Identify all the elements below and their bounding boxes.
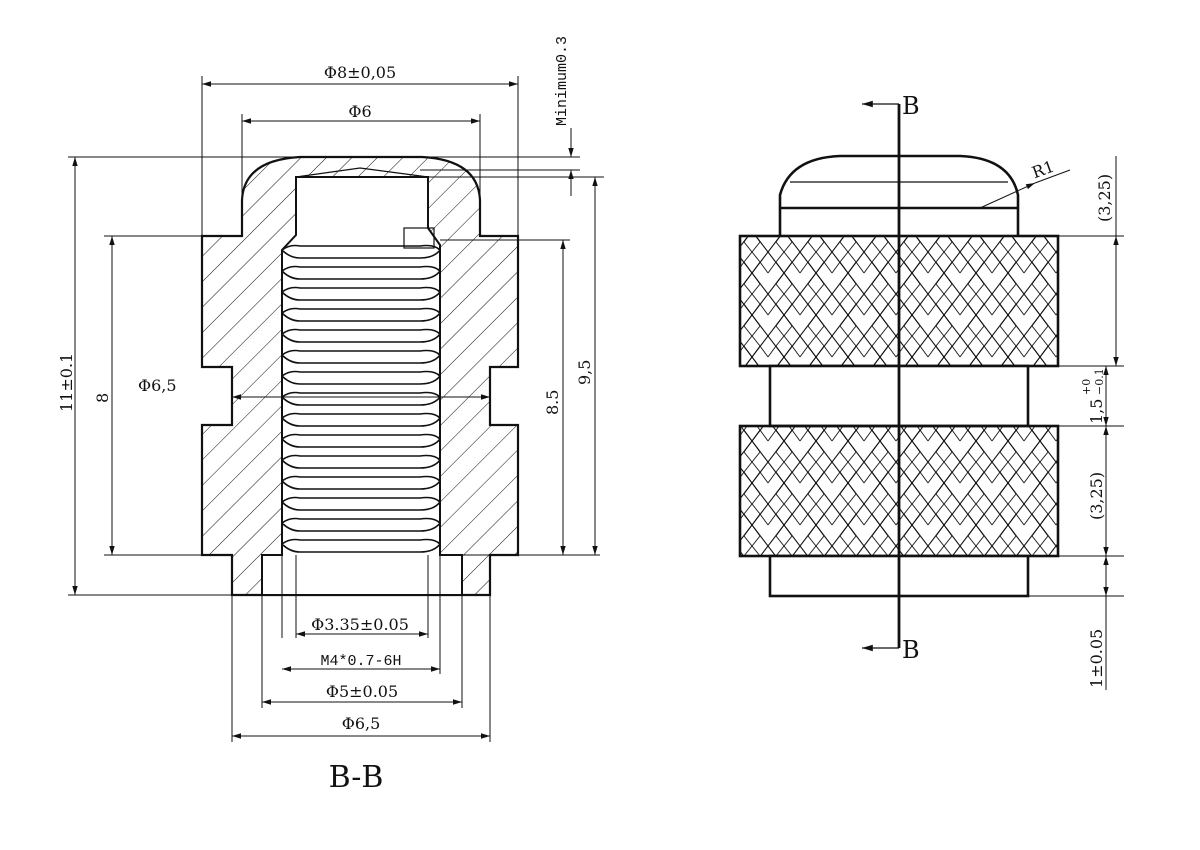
thread-teeth — [281, 244, 442, 553]
thread-profile — [281, 244, 442, 553]
section-label: B-B — [329, 760, 384, 795]
dim-minimum: Minimum0.3 — [554, 36, 571, 126]
dim-knurl-height: 8 — [93, 393, 112, 403]
dim-bore-depth: 9,5 — [575, 360, 594, 385]
dim-groove-tol-upper: +0 — [1080, 379, 1093, 395]
dim-drill-diameter: Φ3.35±0.05 — [311, 615, 409, 634]
section-marker-bottom: B — [902, 636, 920, 664]
section-bore — [261, 176, 463, 596]
dim-top-knurl-len: (3,25) — [1095, 174, 1114, 222]
dim-bottom-knurl-len: (3,25) — [1087, 472, 1106, 520]
dim-groove-diameter: Φ6,5 — [138, 376, 177, 395]
dim-base-len: 1±0.05 — [1087, 629, 1106, 688]
dim-total-height: 11±0.1 — [57, 353, 76, 412]
dim-counterbore-diameter: Φ5±0.05 — [326, 682, 398, 701]
dim-groove-len: 1,5 — [1087, 399, 1106, 424]
dim-thread-spec: M4*0.7-6H — [320, 653, 401, 670]
dim-outer-diameter: Φ8±0,05 — [324, 63, 396, 82]
dim-groove-tol-lower: −0.1 — [1093, 368, 1106, 395]
dim-base-diameter: Φ6,5 — [342, 714, 381, 733]
section-marker-top: B — [902, 92, 920, 120]
dim-thread-depth: 8.5 — [543, 390, 562, 415]
section-view: Φ8±0,05 Φ6 Minimum0.3 11±0.1 8 Φ6,5 8.5 — [57, 36, 604, 795]
exterior-view: B B R1 (3,25) 1,5 +0 −0.1 (3,25) 1±0.05 — [738, 92, 1124, 690]
dim-radius: R1 — [1029, 157, 1056, 182]
dim-top-diameter: Φ6 — [348, 102, 371, 121]
